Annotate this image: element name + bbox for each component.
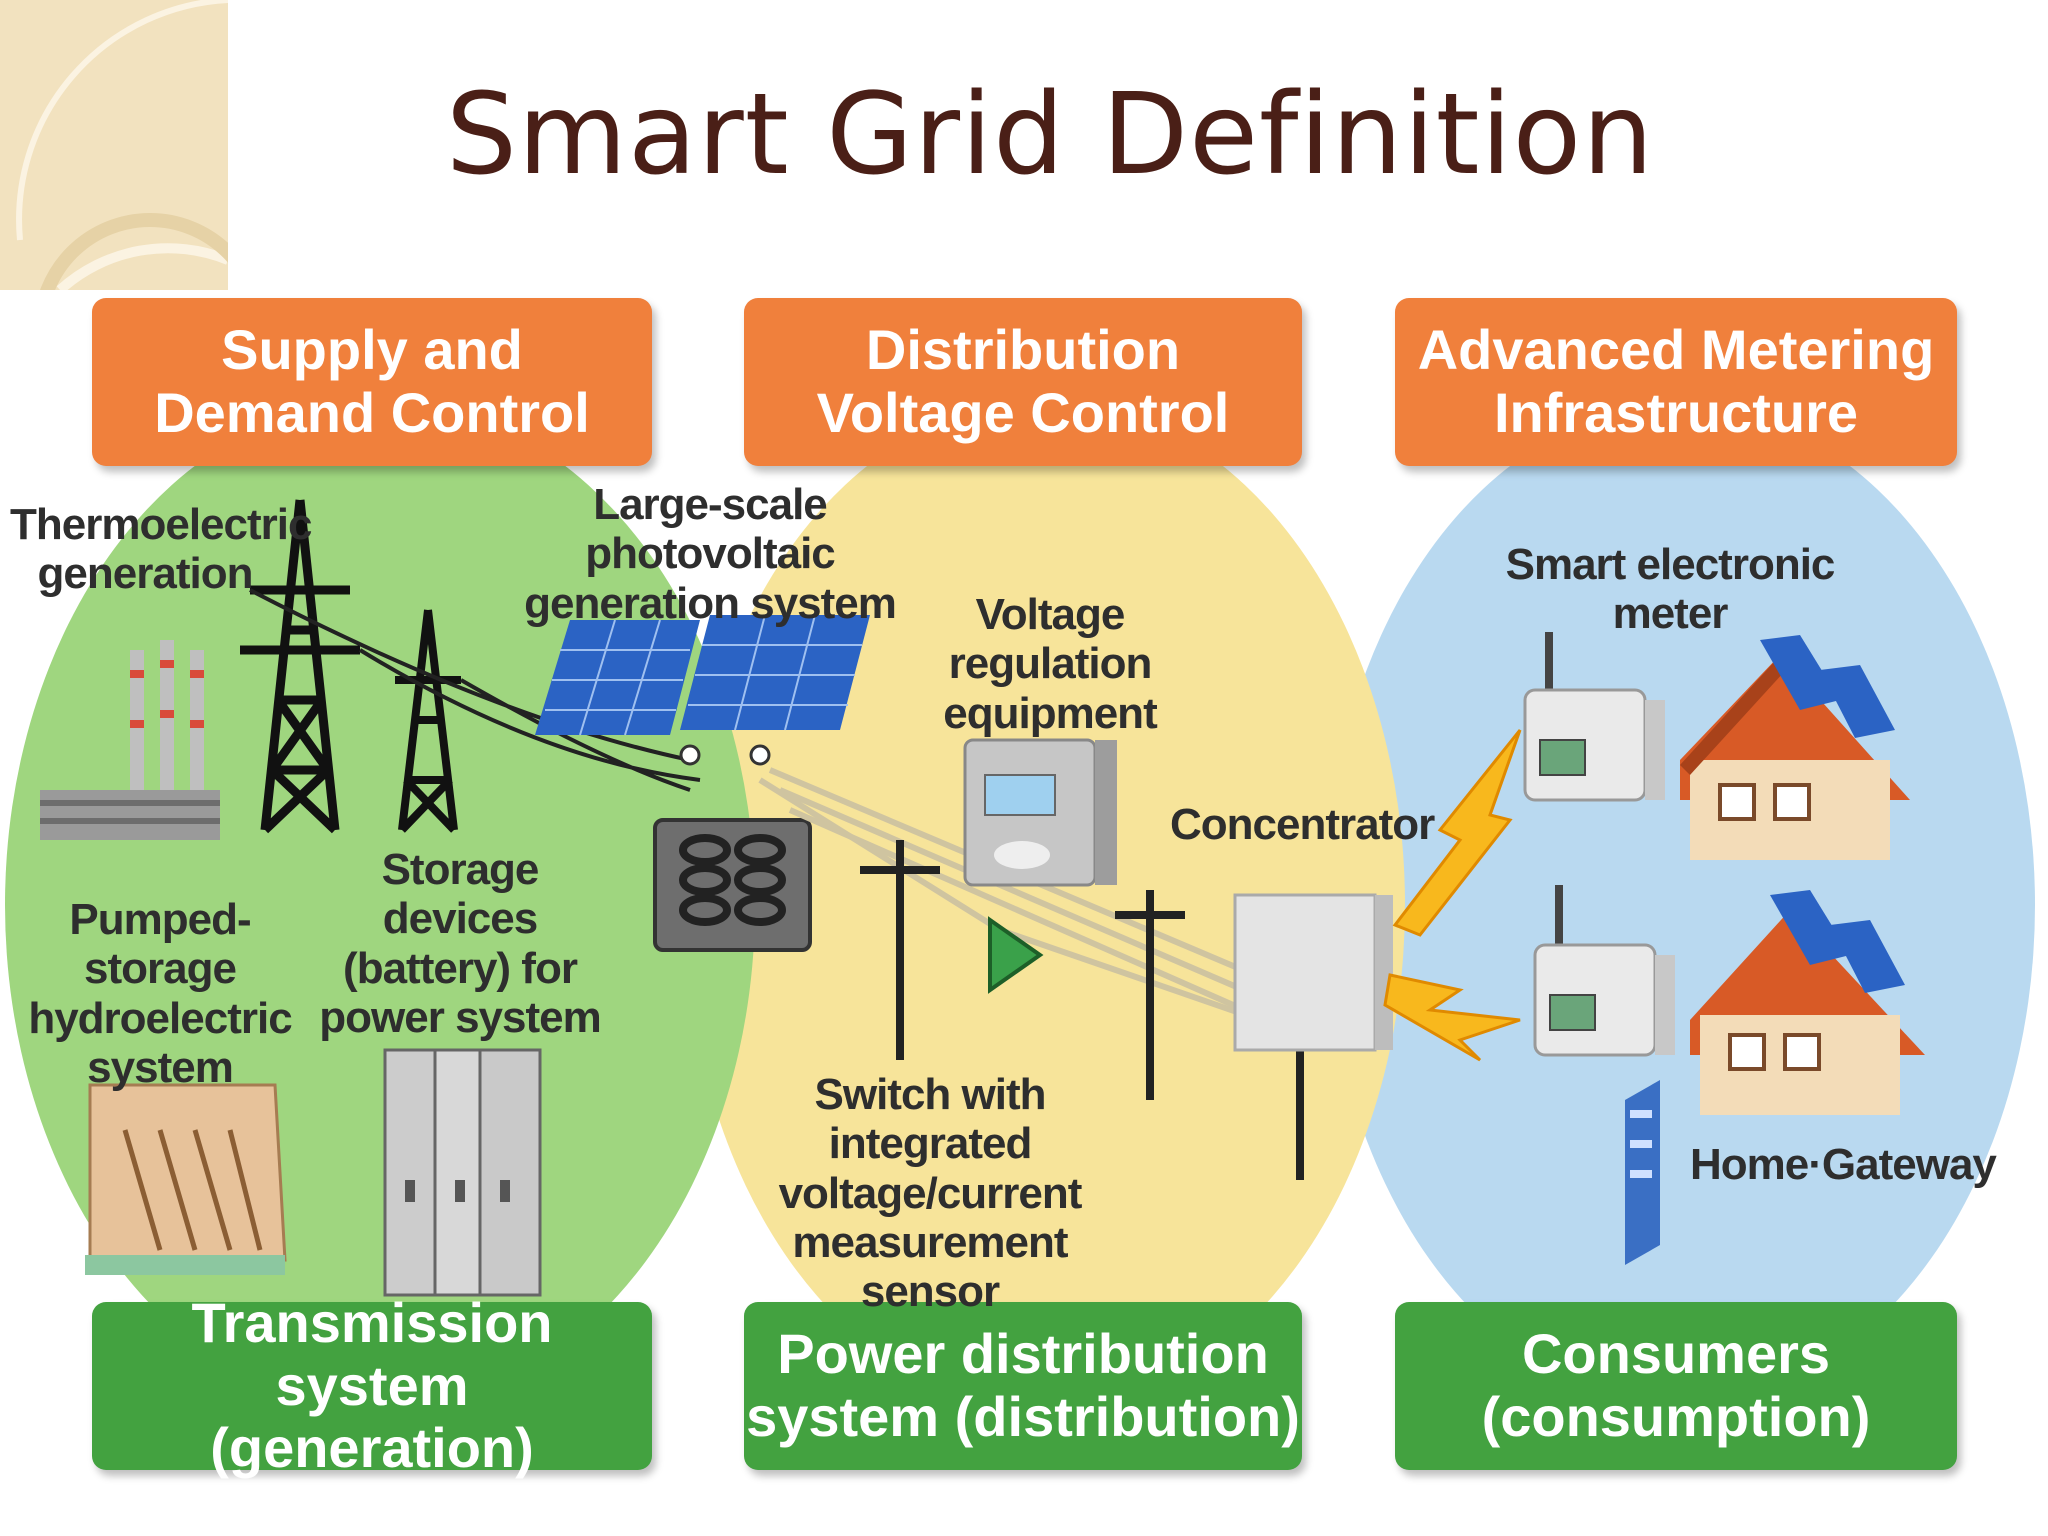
power-distribution-box: Power distribution system (distribution) bbox=[744, 1302, 1302, 1470]
switch-sensor-icon bbox=[988, 916, 1044, 994]
corner-decoration bbox=[0, 0, 228, 290]
switch-sensor-label: Switch with integrated voltage/current m… bbox=[778, 1070, 1083, 1317]
home-gateway-icon bbox=[1625, 1080, 1660, 1265]
distribution-voltage-control-box: Distribution Voltage Control bbox=[744, 298, 1302, 466]
transmission-tower-icon bbox=[240, 499, 360, 834]
storage-devices-label: Storage devices (battery) for power syst… bbox=[319, 845, 601, 1042]
utility-pole-icon bbox=[860, 840, 1304, 1180]
smart-meter-icon bbox=[1523, 632, 1665, 802]
pumped-storage-label: Pumped-storage hydroelectric system bbox=[28, 895, 292, 1092]
photovoltaic-label: Large-scale photovoltaic generation syst… bbox=[524, 480, 897, 628]
concentrator-label: Concentrator bbox=[1170, 800, 1435, 849]
consumption-zone bbox=[1325, 405, 2035, 1405]
consumers-box: Consumers (consumption) bbox=[1395, 1302, 1957, 1470]
solar-panel-icon bbox=[535, 614, 870, 766]
slide-title: Smart Grid Definition bbox=[445, 70, 1655, 200]
battery-storage-icon bbox=[383, 1048, 542, 1297]
house-icon-2 bbox=[1690, 890, 1925, 1115]
supply-demand-control-box: Supply and Demand Control bbox=[92, 298, 652, 466]
wireless-signal-icon bbox=[1383, 729, 1522, 1062]
smart-meter-icon-2 bbox=[1533, 885, 1675, 1057]
voltage-regulation-label: Voltage regulation equipment bbox=[943, 590, 1157, 738]
transformer-icon bbox=[653, 818, 812, 952]
transmission-system-box: Transmission system (generation) bbox=[92, 1291, 652, 1479]
smart-meter-label: Smart electronic meter bbox=[1505, 540, 1836, 639]
thermoelectric-label: Thermoelectric generation bbox=[10, 500, 312, 599]
home-gateway-label: Home·Gateway bbox=[1690, 1140, 1997, 1189]
hydroelectric-dam-icon bbox=[85, 1083, 287, 1275]
thermoelectric-plant-icon bbox=[40, 640, 220, 840]
transmission-tower-small-icon bbox=[395, 609, 461, 833]
house-icon bbox=[1680, 635, 1910, 860]
voltage-regulator-icon bbox=[963, 738, 1117, 887]
advanced-metering-box: Advanced Metering Infrastructure bbox=[1395, 298, 1957, 466]
concentrator-icon bbox=[1233, 893, 1393, 1052]
